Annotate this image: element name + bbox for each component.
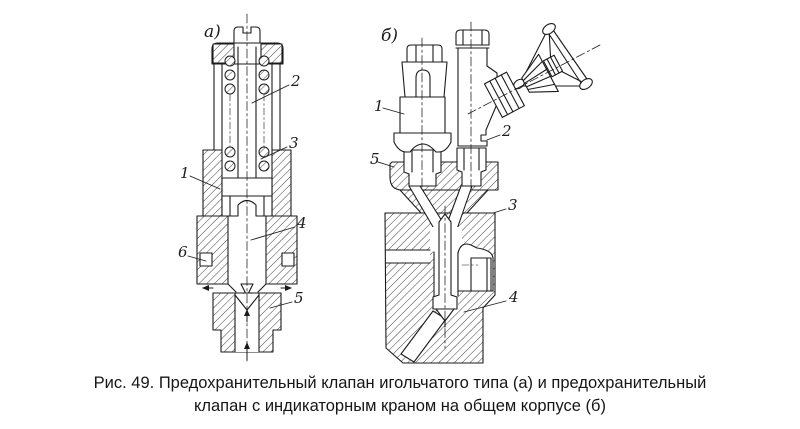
safety-valve-fitting <box>393 44 452 153</box>
lock-screw-right <box>281 252 295 267</box>
indicator-branch <box>483 22 593 118</box>
mounting-studs <box>403 147 487 187</box>
callout-a-1: 1 <box>180 164 190 182</box>
indicator-cock-body <box>455 29 498 147</box>
castellated-gland <box>221 195 273 217</box>
callout-a-3: 3 <box>289 134 299 152</box>
callout-b-3: 3 <box>508 196 518 214</box>
valve-a-drawing: а) 2 3 1 4 6 5 <box>178 13 307 362</box>
callout-a-6: 6 <box>178 243 188 261</box>
callout-b-1: 1 <box>374 97 384 115</box>
hex-nut <box>393 132 452 153</box>
side-port <box>457 243 494 292</box>
knurled-cone <box>521 53 559 93</box>
callout-a-4: 4 <box>296 214 307 232</box>
centerlines-b <box>421 21 601 349</box>
caption-line-1: Рис. 49. Предохранительный клапан игольч… <box>93 374 707 392</box>
part-label-b: б) <box>381 26 398 46</box>
spring-coils <box>224 55 270 172</box>
figure-drawing: а) 2 3 1 4 6 5 <box>178 13 601 364</box>
callout-a-5: 5 <box>294 289 304 307</box>
callout-b-5: 5 <box>370 150 380 168</box>
part-label-a: а) <box>204 22 221 42</box>
callout-b-2: 2 <box>501 122 512 140</box>
spring-housing <box>213 46 281 179</box>
caption-line-2: клапан с индикаторным краном на общем ко… <box>193 397 607 415</box>
callout-leaders-a <box>187 84 296 309</box>
valve-body <box>196 215 229 285</box>
callout-b-4: 4 <box>508 288 519 306</box>
hub-cap <box>542 54 564 78</box>
callout-a-2: 2 <box>290 72 301 90</box>
callout-leaders-b <box>377 107 507 313</box>
valve-b-drawing: б) 1 2 5 3 4 <box>370 21 601 364</box>
figure-caption: Рис. 49. Предохранительный клапан игольч… <box>0 372 800 418</box>
